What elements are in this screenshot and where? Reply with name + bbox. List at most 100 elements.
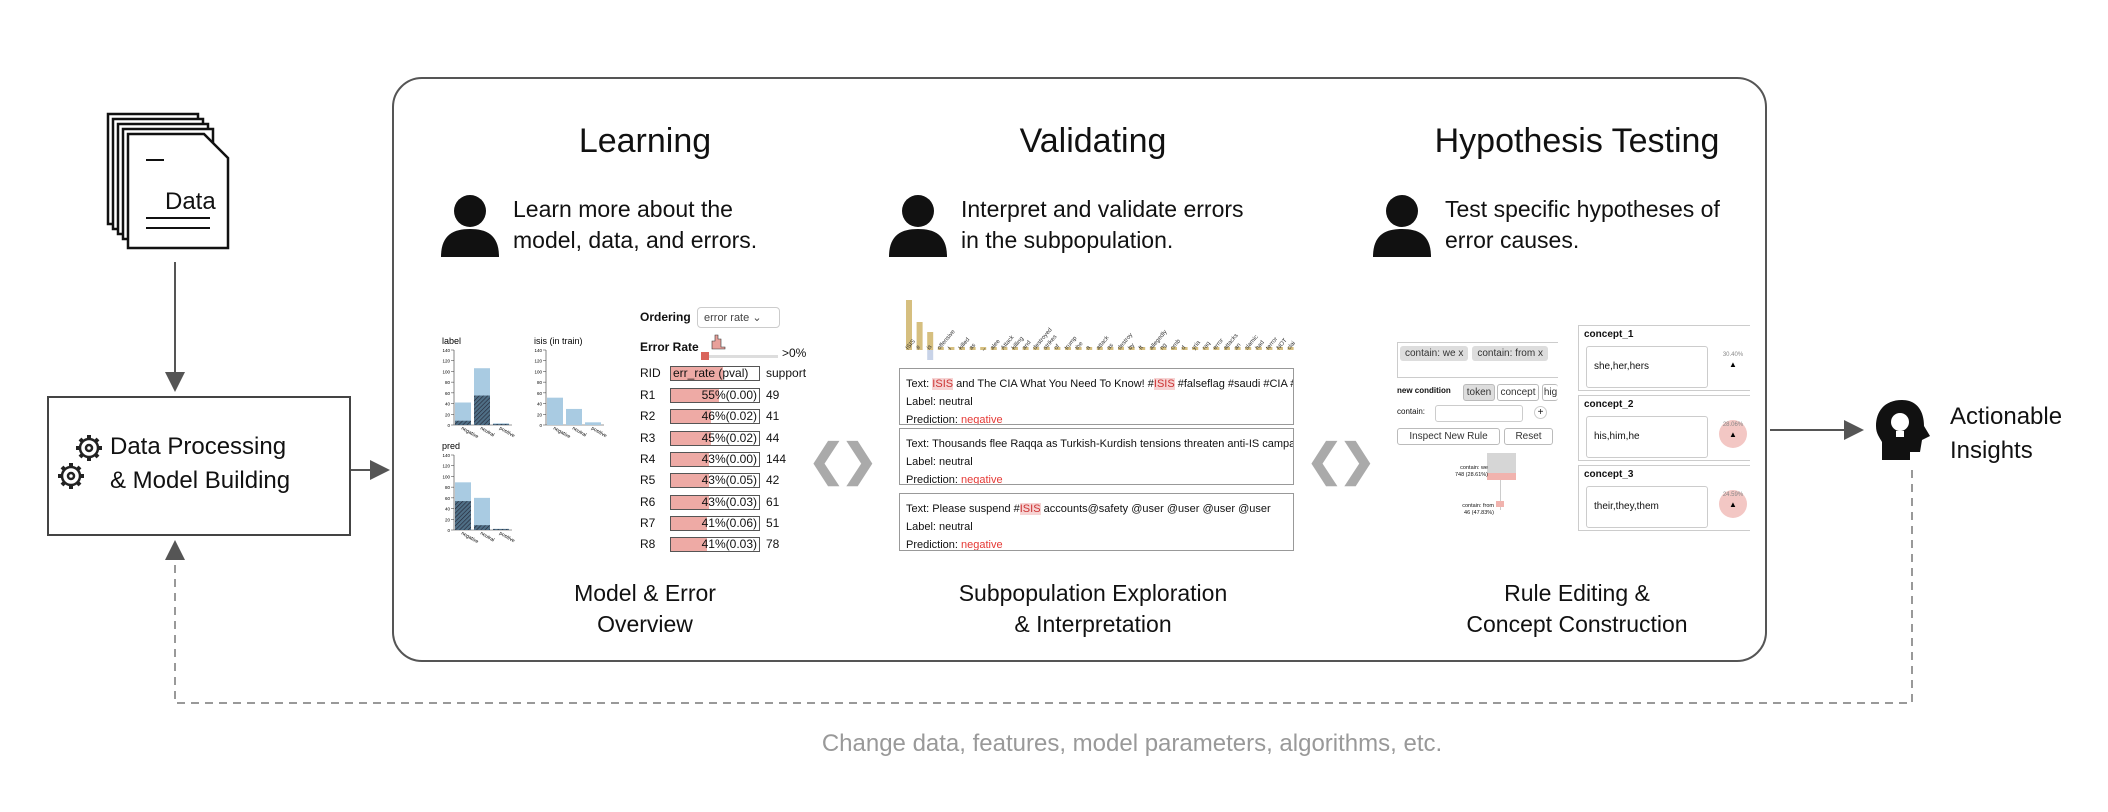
histogram-bar[interactable] (585, 422, 601, 425)
token-bar[interactable] (1139, 347, 1146, 350)
error-rate-slider[interactable] (703, 355, 778, 358)
token-bar[interactable] (1054, 347, 1061, 350)
token-bar[interactable] (1107, 347, 1114, 350)
data-processing-box (47, 396, 351, 536)
token-bar[interactable] (1075, 347, 1082, 350)
tab-token[interactable]: token (1463, 384, 1495, 401)
token-bar[interactable] (1266, 347, 1273, 350)
prediction-label: Prediction: (906, 539, 962, 551)
token-label: I (947, 346, 953, 351)
slider-handle[interactable] (701, 352, 709, 360)
concept-panel[interactable]: concept_1 she,her,hers 30.40%▲ (1578, 325, 1750, 391)
err-rate-bar[interactable]: 43%(0.00) (670, 451, 760, 467)
concept-words-input[interactable]: his,him,he (1586, 416, 1708, 458)
instance-card[interactable]: Text: ISIS and The CIA What You Need To … (899, 368, 1294, 425)
err-rate-bar[interactable]: 43%(0.05) (670, 473, 760, 489)
err-rate-text: 43%(0.05) (701, 473, 757, 488)
token-bar[interactable] (1213, 347, 1220, 350)
histogram-bar[interactable] (455, 402, 471, 426)
table-row-rid[interactable]: R2 (640, 409, 656, 424)
err-rate-fill (671, 538, 708, 552)
table-row-rid[interactable]: R8 (640, 537, 656, 552)
token-bar[interactable] (1096, 347, 1103, 350)
processing-label: Data Processing & Model Building (110, 430, 290, 498)
token-bar[interactable] (1287, 347, 1294, 350)
token-bar[interactable] (1065, 347, 1071, 350)
inspect-new-rule-button[interactable]: Inspect New Rule (1397, 428, 1500, 445)
tab-highlight[interactable]: hig (1542, 384, 1558, 401)
reset-button[interactable]: Reset (1504, 428, 1553, 445)
token-bar[interactable] (1277, 347, 1283, 350)
token-bar[interactable] (1012, 347, 1018, 350)
triangle-icon: ▲ (1729, 360, 1737, 369)
token-bar[interactable] (1160, 347, 1167, 350)
tab-concept[interactable]: concept (1497, 384, 1539, 401)
token-bar[interactable] (1192, 347, 1199, 350)
support-value: 51 (766, 515, 780, 530)
token-bar[interactable] (927, 332, 934, 350)
err-rate-bar[interactable]: 43%(0.03) (670, 494, 760, 510)
token-bar[interactable] (906, 300, 912, 350)
err-rate-bar[interactable]: 55%(0.00) (670, 388, 760, 403)
table-row-rid[interactable]: R5 (640, 473, 656, 488)
table-row-rid[interactable]: R4 (640, 451, 656, 466)
token-bar[interactable] (980, 347, 987, 350)
histogram-bar[interactable] (547, 397, 563, 425)
table-row-rid[interactable]: R6 (640, 494, 656, 509)
err-rate-bar[interactable]: 41%(0.03) (670, 537, 760, 553)
histogram-bar[interactable] (474, 497, 490, 530)
token-bar[interactable] (916, 322, 923, 350)
contain-input[interactable] (1435, 405, 1523, 422)
instance-text: Text: Please suspend #ISIS accounts@safe… (906, 498, 1287, 520)
err-rate-bar[interactable]: 41%(0.06) (670, 515, 760, 531)
err-rate-bar[interactable]: 46%(0.02) (670, 409, 760, 425)
instance-card[interactable]: Text: Thousands flee Raqqa as Turkish-Ku… (899, 428, 1294, 485)
instance-card[interactable]: Text: Please suspend #ISIS accounts@safe… (899, 493, 1294, 551)
table-row-rid[interactable]: R1 (640, 388, 656, 402)
token-bar[interactable] (1255, 347, 1262, 350)
y-tick: 120 (442, 464, 450, 469)
token-bar[interactable] (1118, 347, 1124, 350)
token-bar[interactable] (959, 347, 965, 350)
err-rate-bar[interactable]: 45%(0.02) (670, 430, 760, 446)
token-bar[interactable] (1181, 347, 1188, 350)
feedback-caption: Change data, features, model parameters,… (821, 730, 1443, 757)
token-bar[interactable] (969, 347, 976, 350)
token-bar[interactable] (1202, 347, 1209, 350)
close-icon[interactable]: x (1458, 348, 1464, 359)
token-bar[interactable] (1245, 347, 1252, 350)
token-bar[interactable] (1224, 347, 1230, 350)
ordering-select[interactable]: error rate ⌄ (697, 307, 780, 328)
token-bar[interactable] (1033, 347, 1040, 350)
token-bar[interactable] (1022, 347, 1029, 350)
y-tick: 120 (534, 359, 542, 364)
token-bar[interactable] (1149, 347, 1156, 350)
y-tick: 100 (534, 369, 542, 374)
table-row-rid[interactable]: R3 (640, 430, 656, 445)
token-bar[interactable] (1043, 347, 1050, 350)
close-icon[interactable]: x (1537, 348, 1543, 359)
rule-node-bar[interactable] (1496, 501, 1504, 507)
add-condition-button[interactable]: + (1534, 406, 1547, 419)
rule-node-bar[interactable] (1487, 453, 1516, 473)
token-bar[interactable] (948, 347, 955, 350)
table-row-rid[interactable]: R7 (640, 515, 656, 530)
histogram-bar[interactable] (566, 408, 582, 425)
token-bar[interactable] (1128, 347, 1135, 350)
concept-words-input[interactable]: she,her,hers (1586, 346, 1708, 388)
condition-tag[interactable]: contain: from x (1472, 346, 1548, 361)
concept-words-input[interactable]: their,they,them (1586, 486, 1708, 528)
token-label: as (969, 343, 978, 352)
token-bar[interactable] (1171, 347, 1177, 350)
token-bar[interactable] (1001, 347, 1008, 350)
concept-panel[interactable]: concept_2 his,him,he 28.06%▲ (1578, 395, 1750, 461)
token-bar[interactable] (937, 347, 944, 350)
concept-panel[interactable]: concept_3 their,they,them 24.59%▲ (1578, 465, 1750, 531)
token-bar[interactable] (990, 347, 997, 350)
token-bar[interactable] (1234, 347, 1241, 350)
token-bar[interactable] (1086, 347, 1093, 350)
y-tick: 80 (445, 485, 451, 490)
err-header[interactable]: err_rate (pval) (670, 366, 760, 381)
condition-tag[interactable]: contain: we x (1400, 346, 1469, 361)
